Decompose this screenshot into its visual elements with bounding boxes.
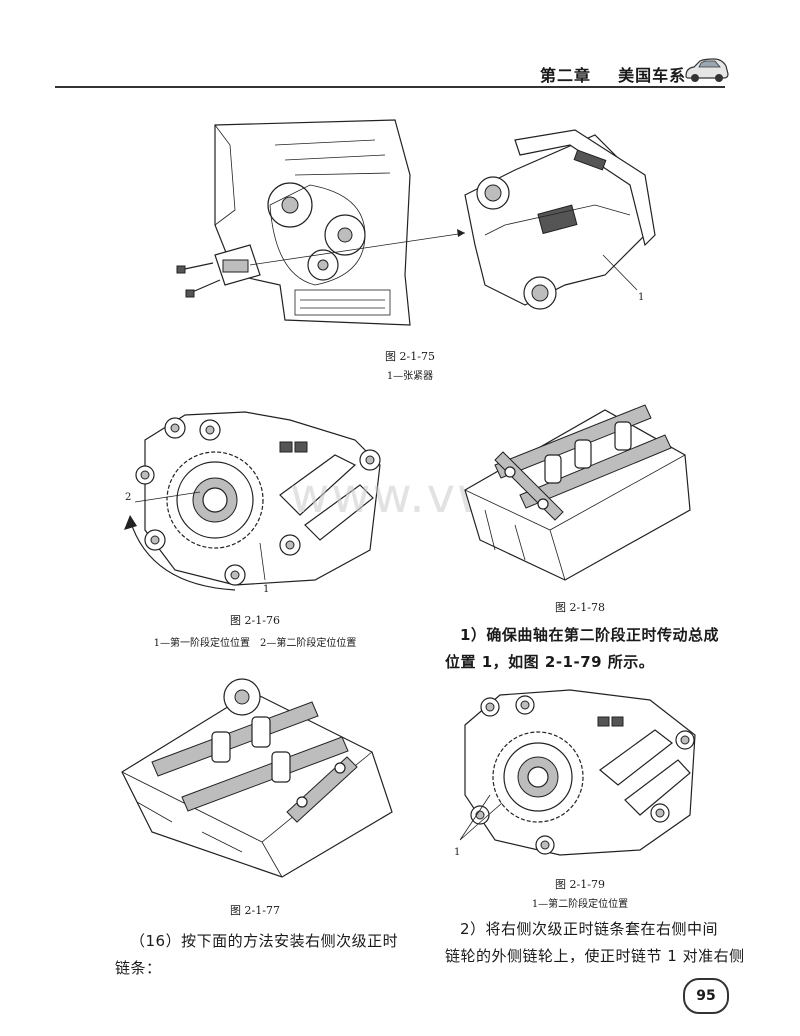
bolt-bosses-79 xyxy=(470,695,695,855)
camshaft-holding-tool xyxy=(494,451,564,521)
fig75-callout-1: 1 xyxy=(638,292,644,303)
step-16-line-1: （16）按下面的方法安装右侧次级正时 xyxy=(130,932,399,950)
fig-2-1-76-legend: 1—第一阶段定位位置 2—第二阶段定位位置 xyxy=(153,638,357,649)
fig-2-1-75-caption: 图 2-1-75 xyxy=(385,350,435,363)
chapter-header: 第二章 美国车系 xyxy=(540,62,686,86)
fig-2-1-79-legend: 1—第二阶段定位位置 xyxy=(531,899,629,910)
tensioner-zoom xyxy=(464,129,656,310)
step-16-line-2: 链条： xyxy=(115,959,162,977)
figure-2-1-77 xyxy=(121,678,393,878)
crank-sprocket-79 xyxy=(492,731,584,823)
fig-2-1-75-legend: 1—张紧器 xyxy=(386,371,434,382)
step-1-line-1: 1）确保曲轴在第二阶段正时传动总成 xyxy=(460,626,719,644)
step-1-line-2: 位置 1，如图 2-1-79 所示。 xyxy=(445,653,655,671)
bolt-1 xyxy=(176,262,214,274)
fig-2-1-77-caption: 图 2-1-77 xyxy=(230,904,280,917)
camshaft-sprocket-left xyxy=(267,182,313,228)
bolt-bosses xyxy=(135,417,381,586)
figure-2-1-78 xyxy=(464,404,691,581)
camshaft-holding-tool-77 xyxy=(286,756,358,823)
step-2-line-1: 2）将右侧次级正时链条套在右侧中间 xyxy=(460,920,719,938)
camshafts xyxy=(494,404,672,509)
figure-2-1-79: 1 xyxy=(454,689,696,858)
bolt-2 xyxy=(185,279,221,298)
fig-2-1-79-caption: 图 2-1-79 xyxy=(555,878,605,891)
step-2-line-2: 链轮的外侧链轮上，使正时链节 1 对准右侧 xyxy=(445,947,745,965)
section-label: 美国车系 xyxy=(618,66,687,85)
crank-sprocket xyxy=(166,451,264,549)
step-2-text: 2）将右侧次级正时链条套在右侧中间 链轮的外侧链轮上，使正时链节 1 对准右侧 xyxy=(445,916,745,970)
fig-2-1-76-caption: 图 2-1-76 xyxy=(230,614,280,627)
camshafts-77 xyxy=(151,701,349,812)
tensioner-small xyxy=(214,244,261,286)
figure-2-1-75: 1 xyxy=(176,119,656,326)
rotation-arrow xyxy=(129,519,236,591)
step-16-text: （16）按下面的方法安装右侧次级正时 链条： xyxy=(115,928,415,982)
chapter-label: 第二章 xyxy=(540,66,592,85)
fig79-callout-1: 1 xyxy=(454,847,460,858)
step-1-text: 1）确保曲轴在第二阶段正时传动总成 位置 1，如图 2-1-79 所示。 xyxy=(445,622,745,676)
vvt-actuator xyxy=(223,678,261,716)
fig-2-1-78-caption: 图 2-1-78 xyxy=(555,601,605,614)
header-rule xyxy=(55,86,725,88)
page-number: 95 xyxy=(683,978,729,1014)
fig76-callout-1: 1 xyxy=(263,584,269,595)
car-icon xyxy=(685,58,729,82)
fig76-callout-2: 2 xyxy=(125,492,131,503)
figure-2-1-76: 2 1 xyxy=(124,411,381,595)
